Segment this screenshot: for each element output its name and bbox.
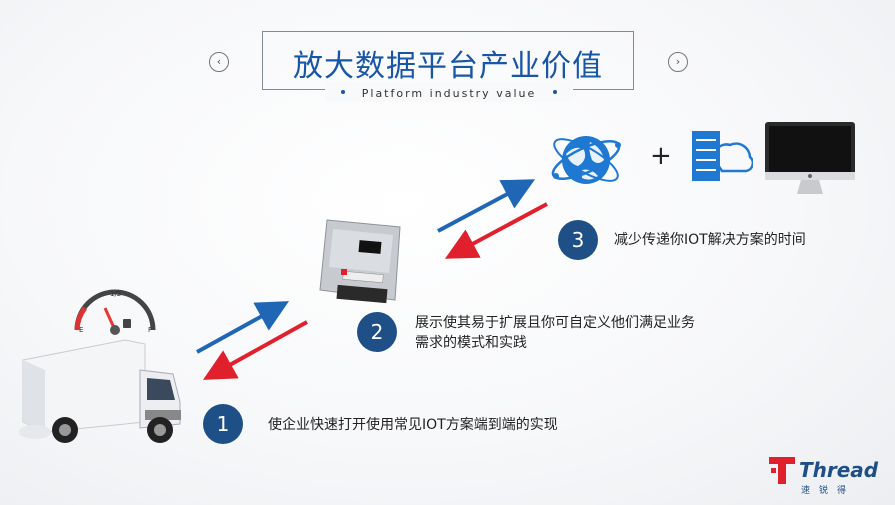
step-2-badge: 2 (357, 312, 397, 352)
chevron-right-icon: › (675, 55, 681, 68)
step-2-text-line2: 需求的模式和实践 (415, 335, 527, 351)
arrow-up-1 (196, 301, 290, 354)
arrow-down-2 (444, 202, 548, 259)
monitor-icon (765, 122, 855, 194)
svg-text:F: F (148, 326, 152, 334)
ecu-device-illustration (319, 219, 401, 304)
logo-chinese-text: 速锐得 (801, 486, 856, 496)
subtitle-bar: Platform industry value (325, 82, 573, 102)
thread-logo-icon (769, 457, 795, 484)
cloud-server-icon (692, 131, 753, 181)
subtitle-dot-right (553, 90, 557, 94)
step-1-badge: 1 (203, 404, 243, 444)
next-slide-button[interactable]: › (668, 52, 688, 72)
truck-illustration: 1/2 E F (19, 289, 181, 443)
arrow-up-2 (437, 179, 536, 233)
svg-text:E: E (79, 326, 83, 334)
logo-brand-text: Thread (799, 458, 879, 482)
chevron-left-icon: ‹ (216, 55, 222, 68)
slide-subtitle: Platform industry value (361, 87, 537, 100)
slide-title: 放大数据平台产业价值 (293, 49, 603, 84)
svg-text:1/2: 1/2 (110, 290, 121, 298)
step-3-text: 减少传递你IOT解决方案的时间 (614, 232, 806, 248)
arrow-down-1 (203, 320, 308, 380)
step-2-text-line1: 展示使其易于扩展且你可自定义他们满足业务 (415, 315, 695, 331)
prev-slide-button[interactable]: ‹ (209, 52, 229, 72)
fuel-gauge-icon: 1/2 E F (74, 289, 156, 335)
step-3-badge: 3 (558, 220, 598, 260)
step-1-text: 使企业快速打开使用常见IOT方案端到端的实现 (268, 417, 558, 433)
globe-icon (551, 136, 621, 184)
subtitle-dot-left (341, 90, 345, 94)
plus-sign: + (650, 141, 672, 171)
